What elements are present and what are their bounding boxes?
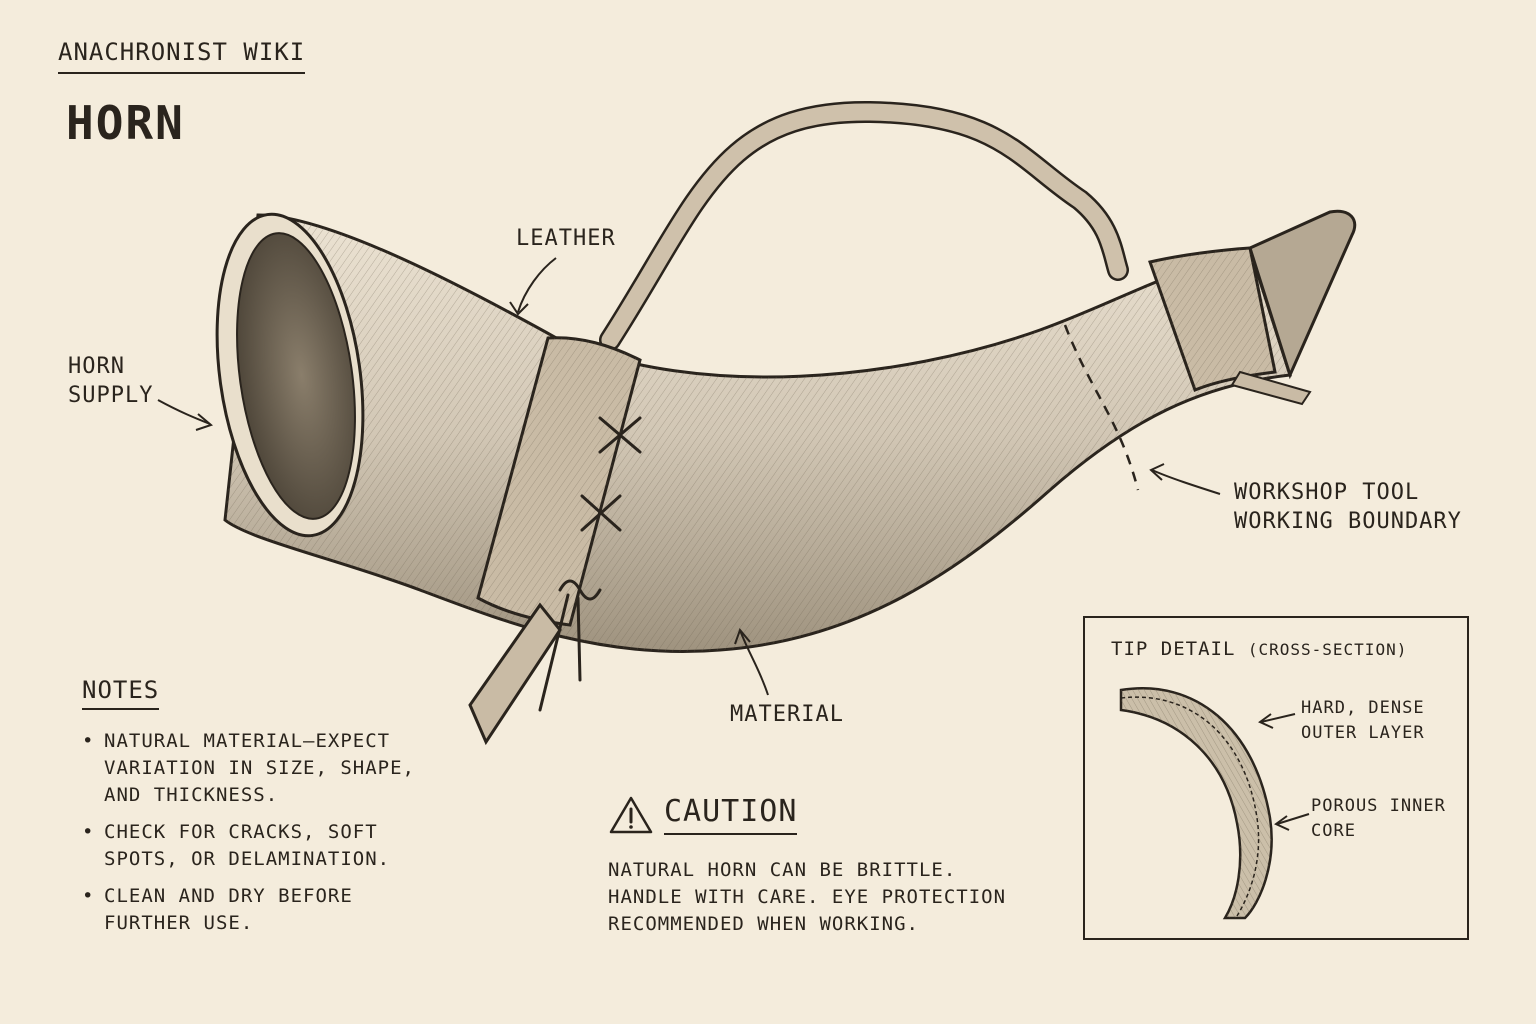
tip-detail-subtitle: (CROSS-SECTION) [1247, 640, 1408, 659]
horn-tip [1148, 209, 1357, 406]
leather-band [468, 336, 642, 746]
working-boundary-line [1063, 324, 1140, 491]
notes-section: NOTES NATURAL MATERIAL—EXPECT VARIATION … [82, 676, 442, 947]
warning-triangle-icon [609, 796, 653, 833]
callout-workshop-tool: WORKSHOP TOOL WORKING BOUNDARY [1234, 480, 1462, 534]
tip-outer-layer-label: HARD, DENSE OUTER LAYER [1301, 698, 1425, 743]
callout-arrows [157, 257, 1221, 696]
callout-leather: LEATHER [516, 226, 616, 251]
notes-item: CLEAN AND DRY BEFORE FURTHER USE. [82, 883, 442, 937]
horn-mouth [215, 212, 365, 538]
tip-inner-core-label: POROUS INNER CORE [1311, 796, 1446, 841]
notes-item: NATURAL MATERIAL—EXPECT VARIATION IN SIZ… [82, 728, 442, 809]
notes-item: CHECK FOR CRACKS, SOFT SPOTS, OR DELAMIN… [82, 819, 442, 873]
notes-list: NATURAL MATERIAL—EXPECT VARIATION IN SIZ… [82, 728, 442, 937]
page-title: HORN [66, 96, 185, 150]
tip-detail-title: TIP DETAIL (CROSS-SECTION) [1111, 638, 1407, 660]
horn-body [223, 213, 1292, 654]
tip-detail-title-text: TIP DETAIL [1111, 638, 1236, 660]
callout-horn-supply: HORN SUPPLY [68, 354, 154, 408]
caution-section: CAUTION NATURAL HORN CAN BE BRITTLE. HAN… [608, 794, 1028, 938]
caution-body: NATURAL HORN CAN BE BRITTLE. HANDLE WITH… [608, 859, 1007, 935]
callout-material: MATERIAL [730, 702, 844, 727]
caution-heading: CAUTION [664, 794, 798, 835]
notes-heading: NOTES [82, 676, 160, 710]
tip-cross-section [1119, 687, 1310, 920]
tip-detail-box: TIP DETAIL (CROSS-SECTION) HARD, DENSE O… [1083, 616, 1469, 940]
leather-strap [599, 100, 1129, 351]
wiki-name[interactable]: ANACHRONIST WIKI [58, 38, 306, 74]
